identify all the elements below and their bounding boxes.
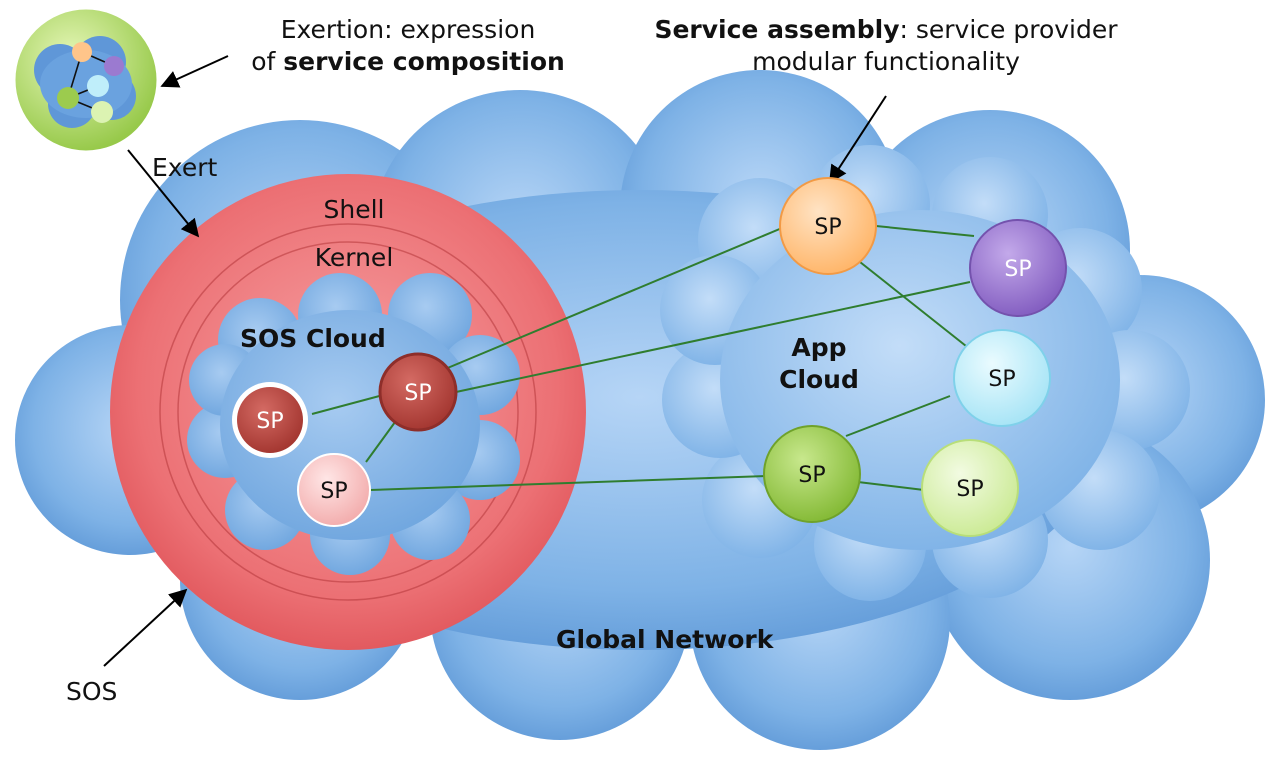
service-links — [311, 225, 975, 491]
global-network-label: Global Network — [556, 625, 774, 654]
app-cloud-label: App Cloud — [779, 333, 859, 394]
sp-node-sos-light: SP — [297, 453, 371, 527]
sp-node-sos-dark: SP — [378, 352, 458, 432]
assembly-caption-line1: Service assembly: service provider — [654, 15, 1118, 44]
sp-label: SP — [814, 215, 841, 240]
sos-label: SOS — [66, 677, 118, 706]
sp-label: SP — [404, 381, 431, 406]
shell-label: Shell — [323, 195, 385, 224]
assembly-caption: Service assembly: service provider modul… — [630, 14, 1142, 78]
sp-node-app-orange: SP — [779, 177, 877, 275]
assembly-caption-line2: modular functionality — [752, 47, 1020, 76]
kernel-ring — [159, 223, 537, 601]
sp-node-app-lightgreen: SP — [921, 439, 1019, 537]
assembly-arrow — [829, 95, 887, 184]
sp-label: SP — [798, 463, 825, 488]
exertion-caption-line1: Exertion: expression — [280, 15, 536, 44]
exertion-caption: Exertion: expression of service composit… — [248, 14, 568, 78]
exertion-composition-icon — [12, 6, 160, 154]
exertion-arrow — [160, 55, 229, 88]
sp-node-app-purple: SP — [969, 219, 1067, 317]
sp-label: SP — [320, 479, 347, 504]
assembly-caption-bold: Service assembly — [654, 15, 900, 44]
kernel-label: Kernel — [314, 243, 394, 272]
kernel-inner-ring — [177, 241, 519, 583]
sp-label: SP — [1004, 257, 1031, 282]
sp-label: SP — [956, 477, 983, 502]
exert-arrow — [127, 149, 200, 238]
sp-label: SP — [988, 367, 1015, 392]
sos-arrow — [103, 588, 188, 667]
exert-label: Exert — [152, 153, 218, 182]
sp-node-app-green: SP — [763, 425, 861, 523]
exertion-caption-line2: of service composition — [251, 47, 565, 76]
sos-cloud-label: SOS Cloud — [240, 324, 386, 353]
sp-label: SP — [256, 409, 283, 434]
sp-node-sos-white-ring: SP — [232, 382, 308, 458]
sp-node-app-cyan: SP — [953, 329, 1051, 427]
exertion-caption-bold: service composition — [283, 47, 565, 76]
